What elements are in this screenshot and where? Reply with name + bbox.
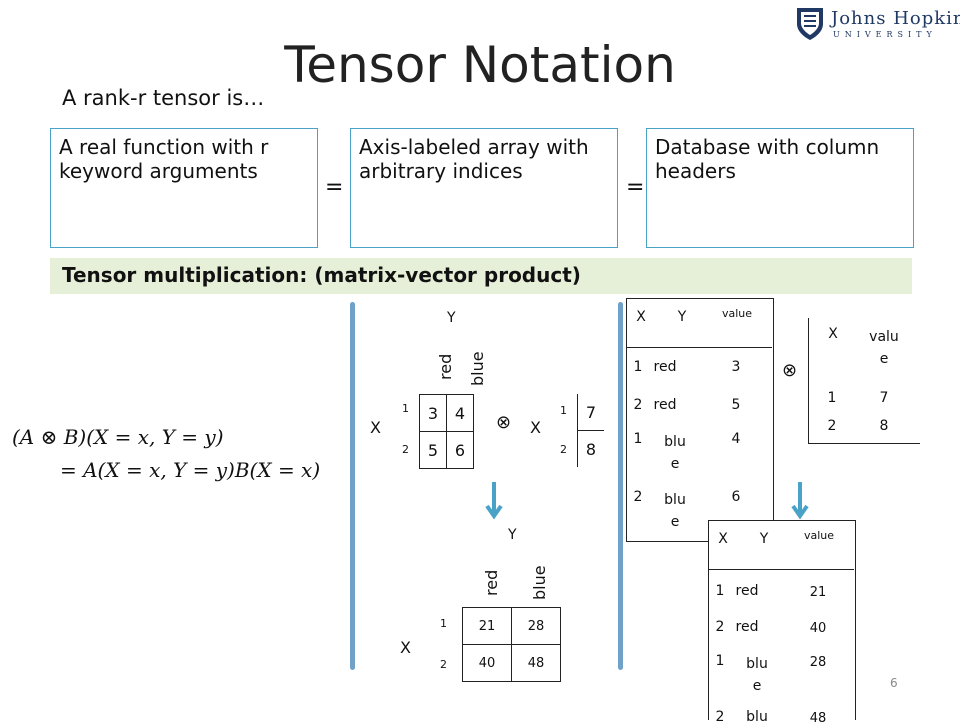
matrix-c: 21 28 40 48 xyxy=(462,607,561,682)
db-table-c-header: value xyxy=(803,529,835,542)
matrix-c-col-red: red xyxy=(482,569,501,596)
page-number: 6 xyxy=(890,676,898,690)
matrix-a-cell: 3 xyxy=(419,394,447,432)
db-table-c-header: Y xyxy=(759,531,769,547)
matrix-c-cell: 48 xyxy=(511,644,561,682)
db-table-a-header: value xyxy=(721,307,753,320)
box-array: Axis-labeled array with arbitrary indice… xyxy=(350,128,618,248)
db-table-b-cell: 7 xyxy=(879,390,889,406)
db-table-a-cell: 1 xyxy=(633,359,643,375)
db-table-c-cell: red xyxy=(735,619,759,635)
divider-line-right xyxy=(618,302,623,670)
db-table-c-cell: red xyxy=(735,583,759,599)
matrix-a-ylabel: Y xyxy=(447,310,456,326)
down-arrow-icon xyxy=(485,482,503,520)
matrix-c-row-2: 2 xyxy=(440,658,447,671)
tensor-product-symbol: ⊗ xyxy=(496,412,512,433)
db-table-a-header: X xyxy=(636,309,646,325)
db-table-a-cell: blu e xyxy=(664,434,686,472)
db-table-c-cell: 21 xyxy=(809,585,827,600)
db-table-c-cell: blu e xyxy=(746,656,768,694)
formula-line-2: = A(X = x, Y = y)B(X = x) xyxy=(60,458,321,482)
db-table-a-header: Y xyxy=(677,309,687,325)
divider-line-left xyxy=(350,302,355,670)
db-table-b-header: valu e xyxy=(869,329,899,367)
box-function: A real function with r keyword arguments xyxy=(50,128,318,248)
db-table-a-cell: 4 xyxy=(731,431,741,447)
db-table-c-cell: 48 xyxy=(809,711,827,726)
db-table-c-cell: 40 xyxy=(809,621,827,636)
matrix-a-row-1: 1 xyxy=(402,402,409,415)
box-function-text: A real function with r keyword arguments xyxy=(59,135,269,183)
db-table-a-cell: red xyxy=(653,397,677,413)
vector-b-xlabel: X xyxy=(530,418,541,437)
db-table-c-cell: 2 xyxy=(715,619,725,635)
db-table-c-cell: 1 xyxy=(715,583,725,599)
page-title: Tensor Notation xyxy=(284,36,676,94)
db-table-b-header: X xyxy=(828,326,838,342)
db-table-b-cell: 2 xyxy=(827,418,837,434)
matrix-c-cell: 21 xyxy=(462,607,512,645)
box-array-text: Axis-labeled array with arbitrary indice… xyxy=(359,135,589,183)
logo-sub: UNIVERSITY xyxy=(833,30,937,39)
db-table-a-cell: 6 xyxy=(731,489,741,505)
down-arrow-icon xyxy=(791,482,809,520)
box-database-text: Database with column headers xyxy=(655,135,880,183)
matrix-c-xlabel: X xyxy=(400,638,411,657)
matrix-a: 3 4 5 6 xyxy=(419,394,474,469)
db-table-a: X Y value 1 red 3 2 red 5 1 blu e 4 2 bl… xyxy=(626,298,774,542)
db-table-b: X valu e 1 7 2 8 xyxy=(808,318,920,444)
logo-name: Johns Hopkins xyxy=(831,8,960,29)
db-table-c-cell: 2 xyxy=(715,709,725,725)
matrix-c-cell: 40 xyxy=(462,644,512,682)
matrix-a-xlabel: X xyxy=(370,418,381,437)
db-table-c-header: X xyxy=(718,531,728,547)
db-table-b-cell: 1 xyxy=(827,390,837,406)
db-table-c-divider xyxy=(709,569,854,570)
subtitle: A rank-r tensor is… xyxy=(62,86,265,110)
vector-b-row-1: 1 xyxy=(560,404,567,417)
db-table-c-cell: 28 xyxy=(809,655,827,670)
vector-b-row-2: 2 xyxy=(560,443,567,456)
equals-sign-1: = xyxy=(325,175,344,200)
section-banner: Tensor multiplication: (matrix-vector pr… xyxy=(50,258,912,294)
matrix-c-row-1: 1 xyxy=(440,617,447,630)
db-table-a-cell: 2 xyxy=(633,397,643,413)
box-database: Database with column headers xyxy=(646,128,914,248)
matrix-c-cell: 28 xyxy=(511,607,561,645)
db-table-a-divider xyxy=(627,347,772,348)
db-table-c-cell: blu xyxy=(746,709,768,725)
matrix-a-cell: 6 xyxy=(446,431,474,469)
db-table-b-cell: 8 xyxy=(879,418,889,434)
matrix-a-row-2: 2 xyxy=(402,443,409,456)
matrix-c-ylabel: Y xyxy=(508,527,517,543)
vector-b-cell: 7 xyxy=(577,394,604,431)
db-table-c: X Y value 1 red 21 2 red 40 1 blu e 28 2… xyxy=(708,520,856,726)
tensor-product-symbol-2: ⊗ xyxy=(782,360,798,381)
db-table-a-cell: 1 xyxy=(633,431,643,447)
matrix-a-col-red: red xyxy=(436,353,455,380)
db-table-a-cell: blu e xyxy=(664,492,686,530)
vector-b-cell: 8 xyxy=(577,430,604,467)
db-table-c-cell: 1 xyxy=(715,653,725,669)
matrix-a-cell: 4 xyxy=(446,394,474,432)
db-table-a-cell: 5 xyxy=(731,397,741,413)
jhu-logo: Johns Hopkins UNIVERSITY xyxy=(795,6,960,42)
db-table-a-cell: 3 xyxy=(731,359,741,375)
matrix-a-col-blue: blue xyxy=(468,351,487,386)
matrix-c-col-blue: blue xyxy=(530,565,549,600)
vector-b: 7 8 xyxy=(577,394,604,467)
shield-icon xyxy=(797,8,823,40)
matrix-a-cell: 5 xyxy=(419,431,447,469)
db-table-a-cell: 2 xyxy=(633,489,643,505)
db-table-a-cell: red xyxy=(653,359,677,375)
formula-line-1: (A ⊗ B)(X = x, Y = y) xyxy=(12,425,224,449)
equals-sign-2: = xyxy=(626,175,645,200)
